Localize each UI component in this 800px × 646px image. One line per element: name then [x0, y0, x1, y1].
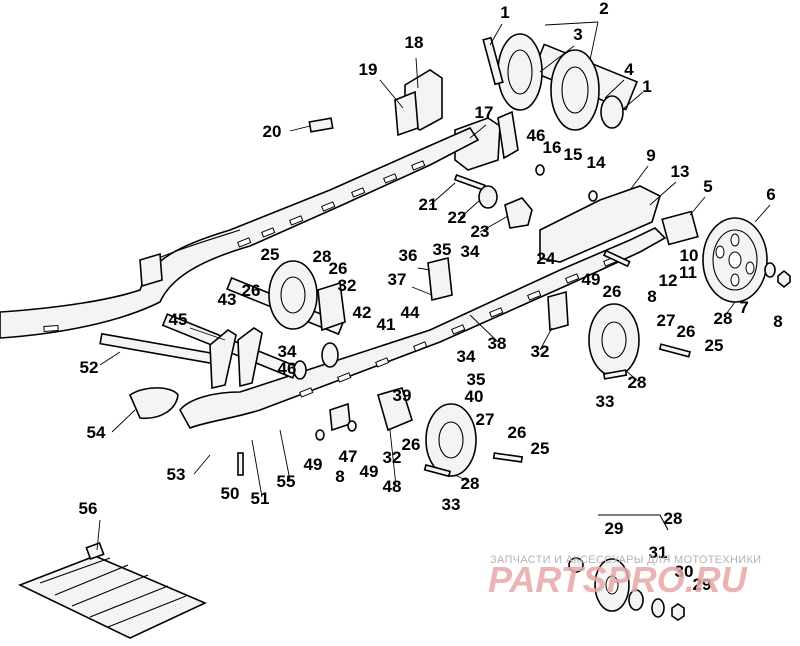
- callout-54: 54: [87, 423, 106, 442]
- left-slide-rail: [0, 126, 480, 339]
- callout-28: 28: [461, 474, 480, 493]
- callout-31: 31: [649, 543, 668, 562]
- callout-52: 52: [80, 358, 99, 377]
- callout-49: 49: [582, 270, 601, 289]
- callout-7: 7: [739, 298, 748, 317]
- callout-26: 26: [329, 259, 348, 278]
- callout-28: 28: [714, 309, 733, 328]
- front-pivot-brackets: [308, 69, 519, 171]
- callout-13: 13: [671, 162, 690, 181]
- callout-40: 40: [465, 387, 484, 406]
- callout-10: 10: [680, 246, 699, 265]
- callout-34: 34: [461, 242, 480, 261]
- callout-26: 26: [677, 322, 696, 341]
- callout-35: 35: [467, 370, 486, 389]
- callout-49: 49: [304, 455, 323, 474]
- callout-53: 53: [167, 465, 186, 484]
- callout-28: 28: [628, 373, 647, 392]
- callout-34: 34: [278, 342, 297, 361]
- callout-26: 26: [603, 282, 622, 301]
- callout-26: 26: [242, 281, 261, 300]
- callout-21: 21: [419, 195, 438, 214]
- callout-51: 51: [251, 489, 270, 508]
- upper-rear-idler-assembly: [482, 33, 639, 131]
- callout-32: 32: [531, 342, 550, 361]
- callout-22: 22: [448, 208, 467, 227]
- callout-34: 34: [457, 347, 476, 366]
- callout-25: 25: [705, 336, 724, 355]
- callout-11: 11: [679, 263, 697, 282]
- callout-46: 46: [527, 126, 546, 145]
- callout-28: 28: [664, 509, 683, 528]
- callout-32: 32: [338, 276, 357, 295]
- callout-45: 45: [169, 310, 188, 329]
- callout-18: 18: [405, 33, 424, 52]
- callout-5: 5: [703, 177, 712, 196]
- callout-16: 16: [543, 138, 562, 157]
- callout-8: 8: [335, 467, 344, 486]
- callout-14: 14: [587, 153, 606, 172]
- rear-idler-wheel: [661, 210, 791, 303]
- callout-49: 49: [360, 462, 379, 481]
- callout-50: 50: [221, 484, 240, 503]
- callout-29: 29: [693, 575, 712, 594]
- callout-55: 55: [277, 472, 296, 491]
- callout-4: 4: [624, 60, 634, 79]
- callout-46: 46: [278, 359, 297, 378]
- callout-15: 15: [564, 145, 583, 164]
- callout-47: 47: [339, 447, 358, 466]
- callout-33: 33: [442, 495, 461, 514]
- idler-wheels: [268, 260, 640, 477]
- callout-56: 56: [79, 499, 98, 518]
- callout-20: 20: [263, 122, 282, 141]
- callout-37: 37: [388, 270, 407, 289]
- watermark: ЗАПЧАСТИ И АКСЕССУАРЫ ДЛЯ МОТОТЕХНИКИ PA…: [488, 554, 761, 600]
- callout-27: 27: [657, 311, 676, 330]
- callout-43: 43: [218, 290, 237, 309]
- callout-26: 26: [508, 423, 527, 442]
- callout-48: 48: [383, 477, 402, 496]
- wheel-assembly-detail: [568, 514, 685, 621]
- callout-38: 38: [488, 334, 507, 353]
- callout-6: 6: [766, 185, 775, 204]
- callout-44: 44: [401, 303, 420, 322]
- callout-32: 32: [383, 448, 402, 467]
- callout-8: 8: [773, 312, 782, 331]
- watermark-brand: PARTSPRO.RU: [488, 559, 748, 600]
- callout-1: 1: [500, 3, 509, 22]
- callout-12: 12: [659, 271, 678, 290]
- callout-30: 30: [675, 562, 694, 581]
- callout-25: 25: [531, 439, 550, 458]
- callout-23: 23: [471, 222, 490, 241]
- callout-27: 27: [476, 410, 495, 429]
- callout-1: 1: [642, 77, 651, 96]
- callout-36: 36: [399, 246, 418, 265]
- callout-39: 39: [393, 386, 412, 405]
- callout-9: 9: [646, 146, 655, 165]
- callout-3: 3: [573, 25, 582, 44]
- callout-2: 2: [599, 0, 608, 18]
- callout-17: 17: [475, 103, 494, 122]
- callout-24: 24: [537, 249, 556, 268]
- callout-25: 25: [261, 245, 280, 264]
- callout-8: 8: [647, 287, 656, 306]
- callout-29: 29: [605, 519, 624, 538]
- callout-19: 19: [359, 60, 378, 79]
- callout-33: 33: [596, 392, 615, 411]
- callout-42: 42: [353, 303, 372, 322]
- callout-26: 26: [402, 435, 421, 454]
- small-hardware: [128, 164, 691, 478]
- callout-28: 28: [313, 247, 332, 266]
- callout-35: 35: [433, 240, 452, 259]
- callout-41: 41: [377, 315, 396, 334]
- leader-lines: [96, 21, 771, 551]
- watermark-subtitle: ЗАПЧАСТИ И АКСЕССУАРЫ ДЛЯ МОТОТЕХНИКИ: [490, 554, 761, 566]
- track-section: [17, 541, 207, 639]
